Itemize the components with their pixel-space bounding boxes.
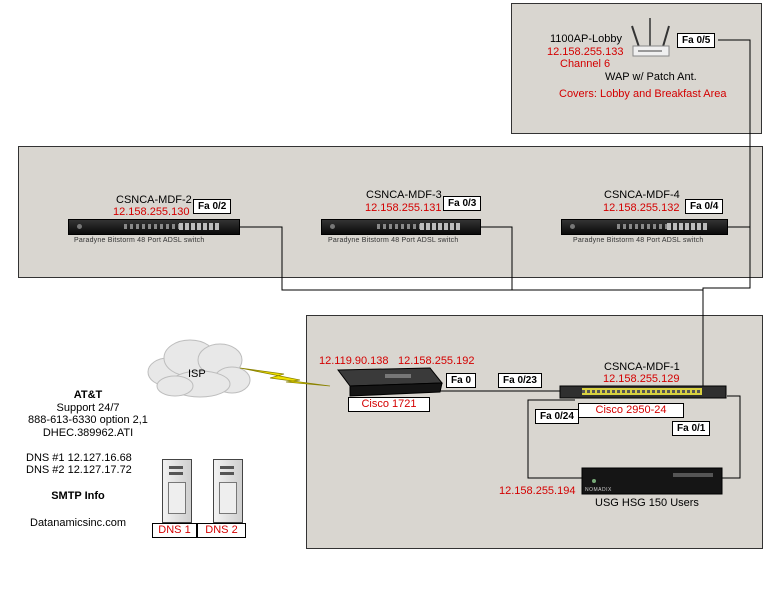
router-device [337, 367, 444, 397]
port-mdf3: Fa 0/3 [443, 196, 482, 211]
mdf2-ip: 12.158.255.130 [113, 206, 190, 218]
provider-circuit: DHEC.389962.ATI [42, 427, 134, 439]
wan-lightning [239, 367, 331, 387]
port-switch-fa01: Fa 0/1 [672, 421, 711, 436]
wap-coverage: Covers: Lobby and Breakfast Area [559, 88, 727, 100]
provider-dns1: DNS #1 12.127.16.68 [26, 452, 132, 464]
wap-type: WAP w/ Patch Ant. [605, 71, 697, 83]
smtp-title: SMTP Info [51, 490, 105, 502]
router-ip-lan: 12.158.255.192 [398, 355, 475, 367]
dns2-label: DNS 2 [197, 523, 246, 538]
port-switch-usg: Fa 0/24 [535, 409, 579, 424]
mdf4-ip: 12.158.255.132 [603, 202, 680, 214]
isp-cloud [147, 339, 251, 398]
wap-name: 1100AP-Lobby [550, 33, 622, 45]
wap-device [631, 18, 670, 57]
core-switch-device [559, 385, 727, 399]
mdf2-caption: Paradyne Bitstorm 48 Port ADSL switch [74, 237, 205, 244]
mdf3-adsl-switch [321, 219, 481, 235]
port-router: Fa 0 [446, 373, 477, 388]
port-wap: Fa 0/5 [677, 33, 716, 48]
mdf3-name: CSNCA-MDF-3 [366, 189, 442, 201]
core-switch-model: Cisco 2950-24 [578, 403, 684, 418]
wap-ip: 12.158.255.133 [547, 46, 624, 58]
mdf3-ip: 12.158.255.131 [365, 202, 442, 214]
provider-support: Support 24/7 [56, 402, 120, 414]
port-switch-router: Fa 0/23 [498, 373, 542, 388]
mdf4-adsl-switch [561, 219, 728, 235]
mdf2-adsl-switch [68, 219, 240, 235]
provider-name: AT&T [73, 389, 103, 401]
isp-label: ISP [188, 368, 206, 380]
core-switch-name: CSNCA-MDF-1 [604, 361, 680, 373]
link-wap-to-core [702, 39, 751, 389]
port-mdf2: Fa 0/2 [193, 199, 232, 214]
usg-brand: NOMADIX [585, 487, 612, 493]
link-switch-to-usg-2 [722, 395, 741, 479]
usg-label: USG HSG 150 Users [595, 497, 699, 509]
mdf3-caption: Paradyne Bitstorm 48 Port ADSL switch [328, 237, 459, 244]
dns1-label: DNS 1 [152, 523, 197, 538]
provider-dns2: DNS #2 12.127.17.72 [26, 464, 132, 476]
usg-device [581, 467, 723, 495]
link-mdf3 [480, 226, 513, 290]
mdf-switches-panel [18, 146, 763, 278]
link-mdf2 [240, 226, 703, 291]
router-model: Cisco 1721 [348, 397, 430, 412]
mdf4-caption: Paradyne Bitstorm 48 Port ADSL switch [573, 237, 704, 244]
core-switch-ip: 12.158.255.129 [603, 373, 680, 385]
mdf4-name: CSNCA-MDF-4 [604, 189, 680, 201]
dns2-server [213, 459, 243, 523]
dns1-server [162, 459, 192, 523]
wap-channel: Channel 6 [560, 58, 611, 70]
provider-phone: 888-613-6330 option 2,1 [28, 414, 148, 426]
smtp-host: Datanamicsinc.com [30, 517, 126, 529]
usg-ip: 12.158.255.194 [499, 485, 576, 497]
link-switch-to-usg [527, 399, 582, 479]
mdf2-name: CSNCA-MDF-2 [116, 194, 192, 206]
port-mdf4: Fa 0/4 [685, 199, 724, 214]
wap-area-panel [511, 3, 762, 134]
router-ip-wan: 12.119.90.138 [319, 355, 389, 367]
